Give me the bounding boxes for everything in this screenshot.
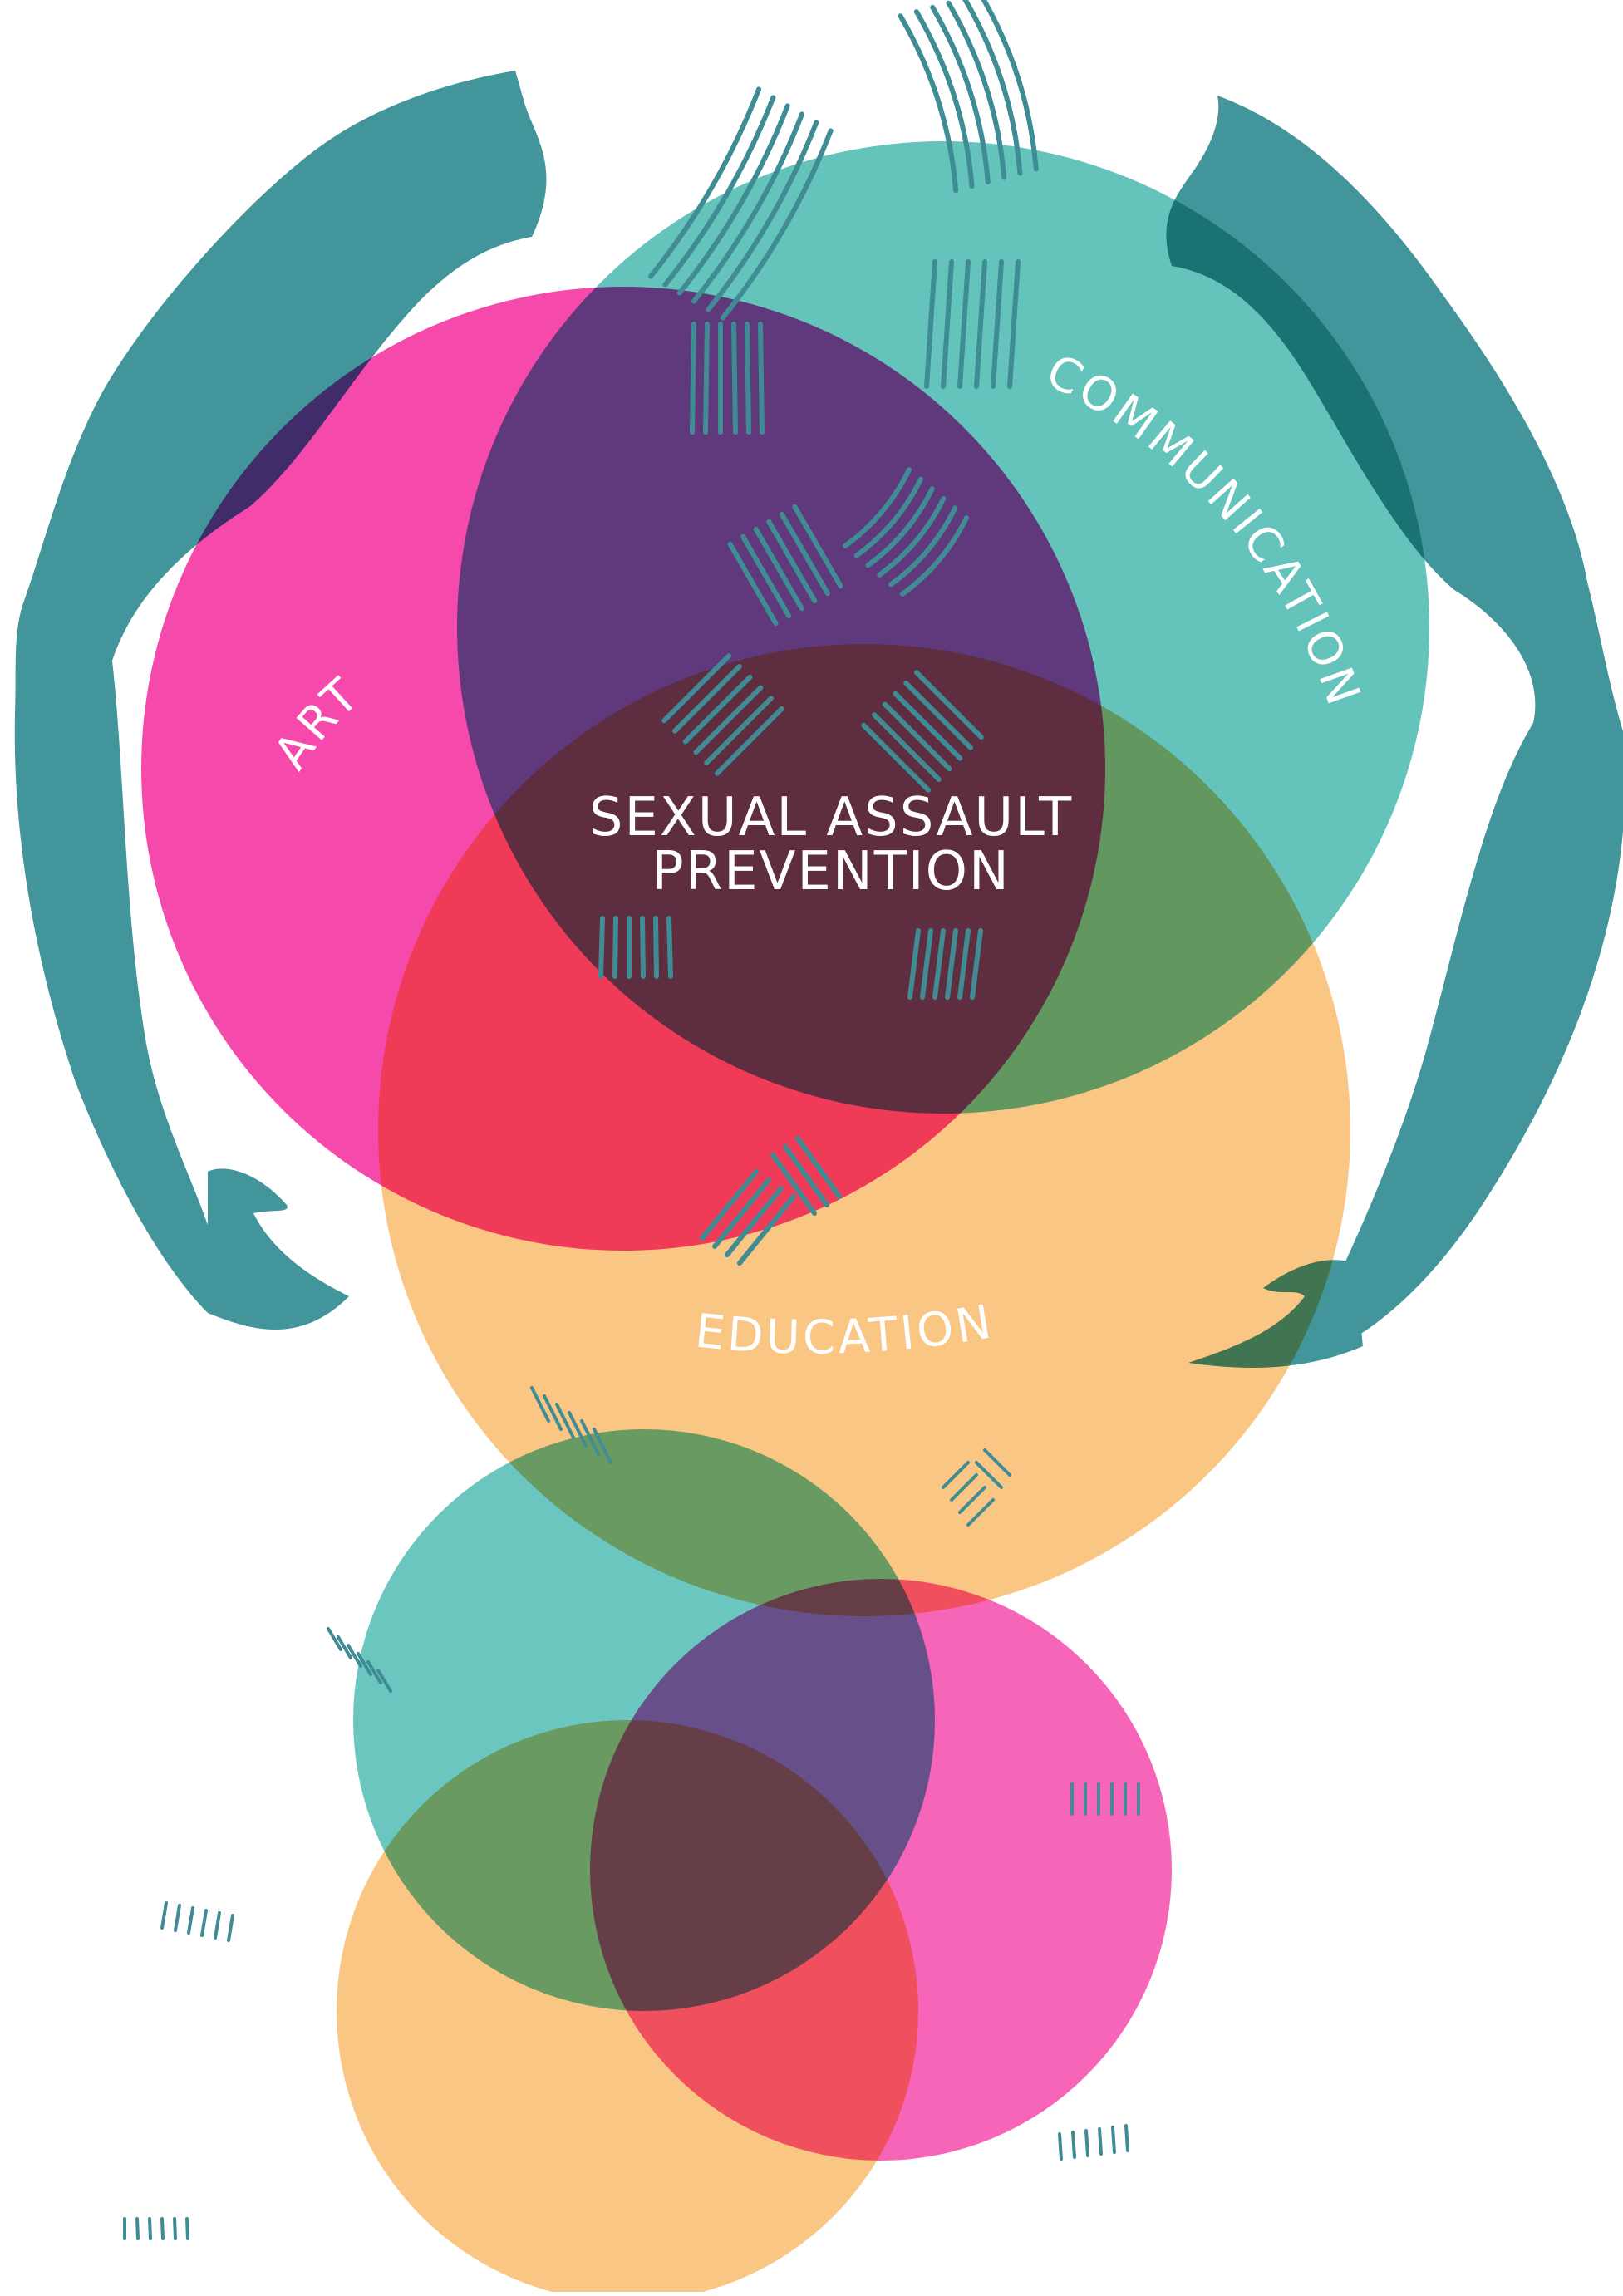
right-arm-shape: [1166, 96, 1623, 1363]
stroke-group-lower-right: [907, 928, 983, 1000]
label-center-line2: PREVENTION: [652, 841, 1011, 902]
lower-circle-orange: [337, 1720, 918, 2296]
stroke-group-lower-left: [598, 916, 673, 979]
stroke-group-center-right: [861, 670, 984, 793]
stroke-group-small-5: [160, 1901, 234, 1942]
stroke-group-mid-right: [842, 467, 970, 597]
stroke-group-small-3: [327, 1627, 392, 1693]
left-hand-shape: [208, 1168, 349, 1330]
stroke-group-top-center: [898, 0, 1039, 194]
stroke-group-fan: [700, 1136, 842, 1266]
stroke-marks: [123, 0, 1140, 2240]
stroke-group-upper: [924, 259, 1021, 389]
stroke-group-mid-left: [727, 504, 843, 627]
stroke-group-art-top: [690, 322, 765, 435]
lower-venn: [337, 1429, 1172, 2296]
stroke-group-small-1: [530, 1386, 612, 1464]
circle-education: [378, 644, 1350, 1616]
stroke-group-top-left: [648, 86, 834, 321]
stroke-group-small-2: [942, 1448, 1011, 1527]
label-center-line1: SEXUAL ASSAULT: [589, 787, 1073, 848]
stroke-group-small-7: [123, 2217, 189, 2240]
left-arm-shape: [14, 71, 547, 1313]
stroke-group-small-6: [1058, 2124, 1129, 2161]
stroke-group-small-4: [1070, 1782, 1140, 1816]
stroke-group-center-left: [661, 653, 784, 776]
